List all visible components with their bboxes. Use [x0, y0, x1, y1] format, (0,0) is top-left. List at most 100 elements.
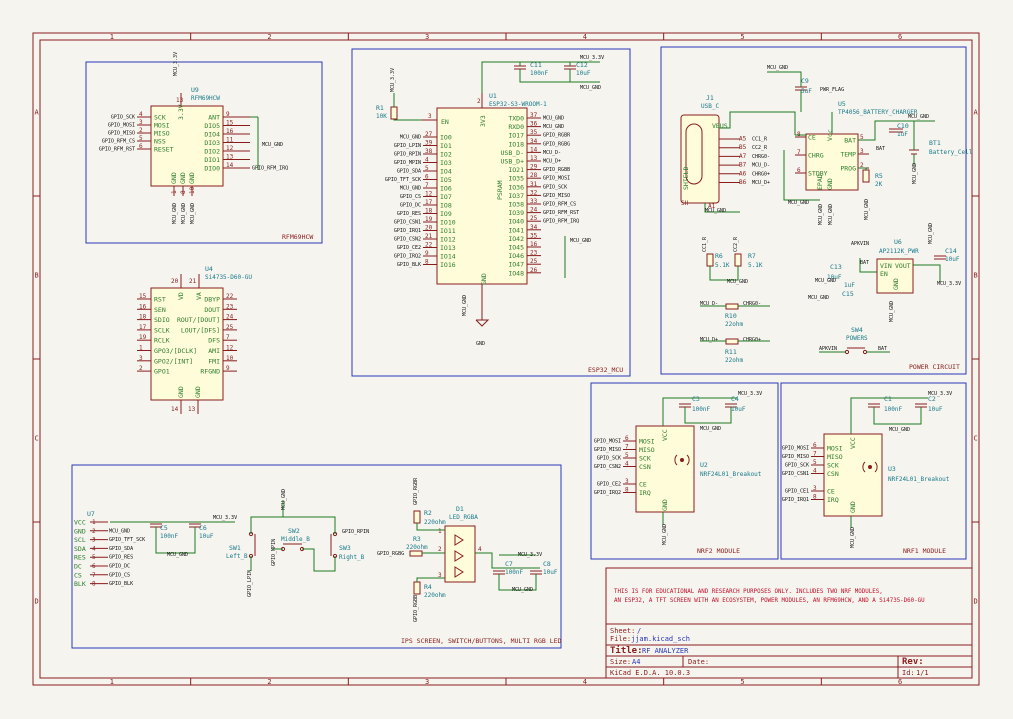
u6-en: EN — [880, 270, 888, 278]
u3-net-1: GPIO_MISO — [782, 454, 809, 460]
u1-right-net-11: GPIO_RFM_RST — [543, 210, 579, 216]
u1-right-pin-name-9: IO37 — [508, 192, 524, 200]
section-ips-label: IPS SCREEN, SWITCH/BUTTONS, MULTI RGB LE… — [401, 637, 562, 645]
u4-left-pin-name-3: SCLK — [154, 326, 170, 334]
section-esp-box — [351, 48, 631, 377]
u1-left-pin-num-4: 5 — [425, 165, 429, 172]
sw4-right: BAT — [878, 346, 887, 352]
sw3-net: GPIO_RPIN — [342, 529, 369, 535]
u1-left-pin-name-4: IO4 — [440, 168, 452, 176]
u6-value: AP2112K_PWR — [879, 248, 919, 255]
u9-left-net-3: GPIO_RFM_CS — [102, 139, 135, 145]
u9-dio-net: MCU_GND — [262, 142, 283, 148]
u5-right-num-1: 3 — [860, 148, 864, 155]
u7-pin-num-1: 2 — [92, 528, 96, 535]
u1-right-pin-name-14: IO42 — [508, 235, 524, 243]
u7-vcc-net: MCU_3.3V — [213, 515, 237, 521]
u9-gnd-num-0: 1 — [171, 190, 178, 194]
j1-usb-c-body — [680, 114, 720, 204]
u1-left-net-7: GPIO_CS — [400, 194, 421, 200]
u1-left-net-3: GPIO_MPIN — [394, 160, 421, 166]
u3-antenna-icon — [868, 465, 872, 469]
d1-pin1: 1 — [438, 528, 442, 535]
u4-right-pin-name-2: ROUT/[DOUT] — [177, 316, 220, 324]
u5-right-num-2: 2 — [860, 162, 864, 169]
u9-ref: U9 — [191, 86, 199, 94]
u2-pin-name-2: SCK — [639, 455, 651, 463]
u5-left-name-0: CE — [808, 134, 816, 142]
u6-body — [876, 258, 914, 294]
j1-pin-net-2: CHRG0- — [752, 154, 770, 160]
j1-vbus: VBUS — [712, 122, 728, 130]
r10-value: 22ohm — [725, 321, 743, 328]
u4-top-name-1: VA — [195, 292, 203, 300]
u4-right-pin-num-5: 12 — [226, 345, 234, 352]
u1-left-net-2: GPIO_RPIN — [394, 152, 421, 158]
u7-net-7: GPIO_BLK — [109, 581, 133, 587]
u5-left-name-1: CHRG — [808, 152, 824, 160]
sw2-ref: SW2 — [288, 527, 300, 535]
r11-left: MCU_D+ — [700, 337, 718, 343]
u4-bottom-name-1: GND — [194, 386, 202, 398]
u1-en-name: EN — [441, 118, 449, 126]
esp-vcc-net: MCU_3.3V — [580, 55, 604, 61]
tb-file-value: jjam.kicad_sch — [631, 635, 690, 643]
u2-pin-num-2: 5 — [625, 452, 629, 459]
tb-size-value: A4 — [632, 658, 640, 666]
u1-gnd-net: GND — [476, 341, 485, 347]
u1-right-pin-num-17: 25 — [530, 258, 538, 265]
border-col-top-0: 1 — [110, 33, 114, 41]
u1-right-pin-name-12: IO40 — [508, 218, 524, 226]
u9-right-pin-name-3: DIO3 — [204, 139, 220, 147]
r7-ref: R7 — [748, 252, 756, 260]
u3-antenna-waves-icon — [862, 461, 878, 473]
border-col-bottom-0: 1 — [110, 678, 114, 686]
u1-right-net-6: GPIO_RGBB — [543, 167, 570, 173]
border-row-left-2: C — [35, 435, 39, 443]
u1-left-pin-name-14: IO14 — [440, 253, 456, 261]
c13-ref: C13 — [830, 263, 842, 271]
u4-left-pin-num-0: 15 — [139, 293, 147, 300]
u1-left-pin-name-11: IO11 — [440, 227, 456, 235]
u1-left-pin-num-8: 17 — [425, 199, 433, 206]
u1-esp32: U1 ESP32-S3-WROOM-1 EN 3 2 3V3 PSRAM GND… — [376, 55, 604, 347]
u2-body — [635, 425, 695, 513]
j1-gnd-pin: A1 — [708, 203, 716, 210]
border-col-bottom-3: 4 — [583, 678, 587, 686]
r2-resistor — [413, 510, 421, 524]
u1-right-pin-name-5: USB_D+ — [501, 158, 525, 166]
u3-pin-num-2: 5 — [813, 459, 817, 466]
c7-ref: C7 — [505, 560, 513, 568]
u1-left-pin-num-0: 27 — [425, 131, 433, 138]
u2-vcc: VCC — [661, 429, 669, 441]
c12-ref: C12 — [576, 61, 588, 69]
r1-net: MCU_3.3V — [390, 68, 396, 92]
j1-pin-net-4: CHRG0+ — [752, 171, 770, 177]
u9-left-net-4: GPIO_RFM_RST — [99, 147, 135, 153]
u7-pin-name-3: SDA — [74, 545, 86, 553]
u1-value: ESP32-S3-WROOM-1 — [489, 101, 547, 108]
tb-sheet-label: Sheet: — [610, 627, 635, 635]
u4-bottom-name-0: GND — [177, 386, 185, 398]
pwr-flag: PWR_FLAG — [820, 87, 844, 93]
u4-top-name-0: VD — [177, 292, 185, 300]
u3-net-3: GPIO_CSN1 — [782, 471, 809, 477]
u9-vcc-name: 3.3V — [177, 104, 185, 120]
u1-body — [436, 107, 528, 285]
u3-net-0: GPIO_MOSI — [782, 446, 809, 452]
section-ips-box — [71, 464, 562, 649]
r11-ref: R11 — [725, 348, 737, 356]
u4-right-pin-num-3: 25 — [226, 324, 234, 331]
j1-pin-net-0: CC1_R — [752, 137, 768, 143]
u7-gnd-net: MCU_GND — [167, 552, 188, 558]
u9-right-pin-num-6: 14 — [226, 162, 234, 169]
u9-left-net-1: GPIO_MOSI — [108, 123, 135, 129]
u1-left-pin-name-12: IO12 — [440, 236, 456, 244]
u4-top-num-0: 20 — [171, 278, 179, 285]
r6-value: 5.1K — [715, 262, 730, 269]
c4-value: 10uF — [731, 406, 746, 413]
bt1-ref: BT1 — [929, 139, 941, 147]
r1-value: 10K — [376, 113, 387, 120]
u1-right-pin-num-2: 35 — [530, 129, 538, 136]
